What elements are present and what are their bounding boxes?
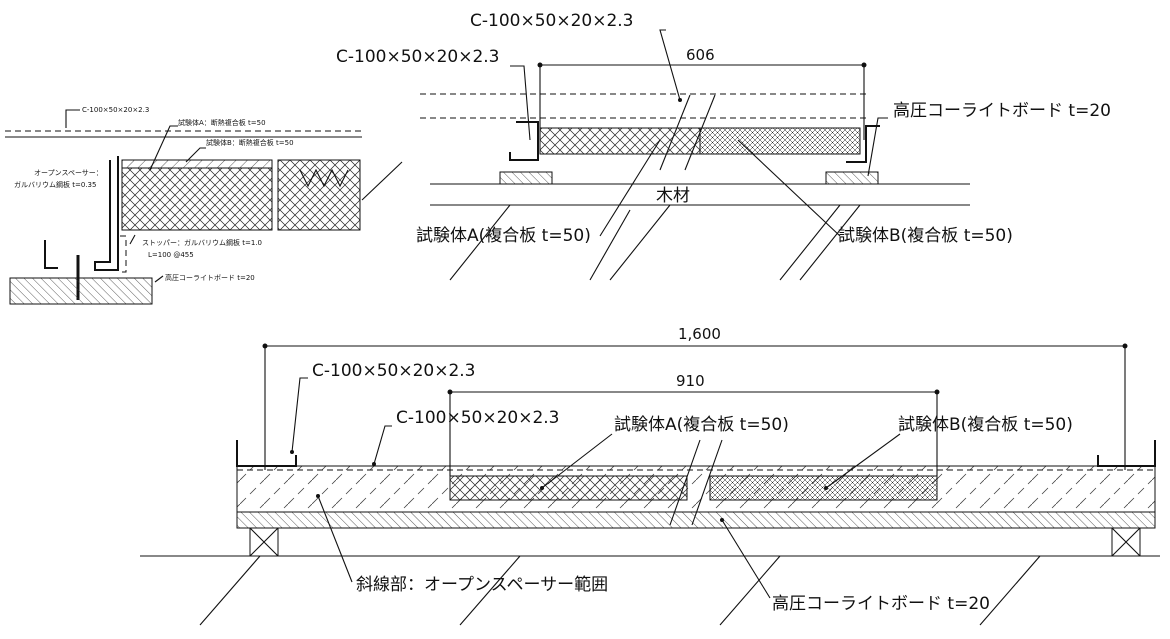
plan-hatched-note-label: 斜線部：オープンスペーサー範囲 [356, 575, 608, 595]
detail-open-spacer-label-1: オープンスペーサー： [34, 169, 103, 177]
section-channel-top-leader [659, 29, 681, 101]
detail-stopper-leader [129, 234, 136, 245]
detail-channel-leader [65, 109, 80, 128]
detail-open-spacer-label-2: ガルバリウム鋼板 t=0.35 [14, 180, 96, 189]
plan-open-spacer-body [236, 465, 1156, 513]
plan-specimen-a-label: 試験体A(複合板 t=50) [614, 415, 789, 435]
plan-dim-910-label: 910 [676, 372, 705, 390]
plan-specimen-a-leader [541, 433, 613, 489]
section-specimen-b-leader [737, 139, 841, 237]
section-channel-left-leader [510, 65, 531, 141]
detail-specimen-b-block [277, 159, 361, 231]
plan-board-label: 高圧コーライトボード t=20 [772, 594, 990, 614]
detail-specimen-a-skin [121, 159, 273, 169]
detail-specimen-b-label: 試験体B：断熱複合板 t=50 [206, 138, 294, 147]
elevation-view: 1,600 910 [140, 325, 1160, 626]
detail-specimen-b-leader [185, 147, 206, 163]
detail-stopper-hook [44, 240, 58, 269]
detail-view: C-100×50×20×2.3 試験体A：断熱複合板 t=50 試験体B：断熱複… [5, 106, 403, 305]
section-board-label: 高圧コーライトボード t=20 [893, 101, 1111, 121]
detail-board-label: 高圧コーライトボード t=20 [165, 273, 255, 282]
detail-stopper-label-1: ストッパー：ガルバリウム鋼板 t=1.0 [142, 238, 262, 247]
detail-stopper-label-2: L=100 @455 [148, 251, 194, 259]
plan-channel-right [1097, 440, 1156, 467]
section-board-left [499, 171, 553, 185]
section-specimen-a-label: 試験体A(複合板 t=50) [416, 226, 591, 246]
section-specimen-b [699, 127, 861, 155]
plan-channel-left [236, 440, 297, 467]
plan-channel-outer-leader [291, 377, 308, 453]
section-specimen-a-leader [599, 139, 661, 237]
section-specimen-a [539, 127, 701, 155]
detail-channel-label: C-100×50×20×2.3 [82, 106, 149, 114]
section-channel-left [509, 121, 539, 161]
detail-specimen-a-leader [149, 125, 178, 171]
detail-specimen-a-label: 試験体A：断熱複合板 t=50 [178, 118, 266, 127]
plan-specimen-b [709, 475, 938, 501]
detail-connector [361, 161, 403, 201]
plan-channel-inner-leader [373, 425, 392, 465]
plan-dim-1600-label: 1,600 [678, 325, 721, 343]
plan-channel-inner-label: C-100×50×20×2.3 [396, 408, 559, 428]
section-dim-606-label: 606 [686, 46, 715, 64]
section-specimen-b-label: 試験体B(複合板 t=50) [838, 226, 1013, 246]
detail-zigzag [299, 168, 349, 188]
detail-stopper-outline [120, 235, 127, 273]
section-view: 606 木材 C-100×50×20×2.3 C-100×50×2 [336, 11, 1111, 281]
plan-specimen-b-leader [825, 433, 901, 489]
section-board-leader [867, 117, 888, 177]
section-channel-top-label: C-100×50×20×2.3 [470, 11, 633, 31]
section-board-right [825, 171, 879, 185]
plan-channel-outer-label: C-100×50×20×2.3 [312, 361, 475, 381]
plan-board-leader [721, 519, 771, 599]
plan-specimen-a [449, 475, 688, 501]
plan-board [236, 511, 1156, 529]
section-wood-label: 木材 [656, 186, 690, 206]
detail-channel-profile [94, 156, 119, 271]
detail-board-leader [154, 275, 164, 283]
section-channel-right [846, 125, 880, 163]
plan-hatched-leader [317, 495, 353, 583]
section-channel-left-label: C-100×50×20×2.3 [336, 47, 499, 67]
plan-specimen-b-label: 試験体B(複合板 t=50) [898, 415, 1073, 435]
detail-specimen-a-block [121, 167, 273, 231]
detail-board [9, 277, 153, 305]
